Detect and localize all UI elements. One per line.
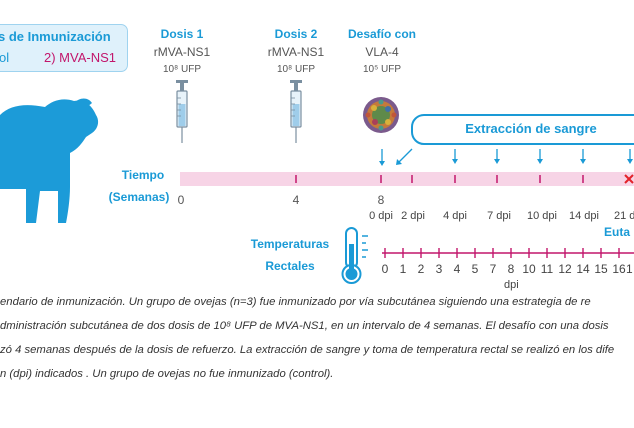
dose1-amount: 10⁸ UFP bbox=[162, 64, 202, 75]
dose2-amount: 10⁸ UFP bbox=[276, 64, 316, 75]
group-box-title: s de Inmunización bbox=[0, 29, 111, 44]
dpi-label: 14 dpi bbox=[569, 210, 599, 222]
week-label-4: 4 bbox=[292, 193, 300, 207]
caption-line: dministración subcutánea de dos dosis de… bbox=[0, 320, 609, 332]
dose1-title: Dosis 1 bbox=[160, 27, 204, 41]
virus-icon bbox=[363, 97, 399, 133]
dpi-label: 0 dpi bbox=[369, 210, 393, 222]
blood-extraction-label: Extracción de sangre bbox=[465, 121, 597, 136]
dpi-label: 21 d bbox=[614, 210, 634, 222]
week-label-0: 0 bbox=[177, 193, 185, 207]
dpi-label: 10 dpi bbox=[527, 210, 557, 222]
euthanasia-label: Euta bbox=[604, 225, 631, 239]
figure-caption: endario de inmunización. Un grupo de ove… bbox=[0, 290, 634, 386]
dpi-label: 2 dpi bbox=[401, 210, 425, 222]
timeline-label-1: Tiempo bbox=[121, 168, 165, 182]
temp-day-label: 12 bbox=[558, 262, 572, 276]
dpi-label: 4 dpi bbox=[443, 210, 467, 222]
temp-day-label: 2 bbox=[417, 262, 425, 276]
temp-day-label: 15 bbox=[594, 262, 608, 276]
dose1-vector: rMVA-NS1 bbox=[153, 45, 211, 59]
temperatures-label-2: Rectales bbox=[265, 259, 315, 273]
temp-day-label: 1 bbox=[399, 262, 407, 276]
temp-day-label: 11 bbox=[540, 262, 554, 276]
dose2-vector: rMVA-NS1 bbox=[267, 45, 325, 59]
caption-line: n (dpi) indicados . Un grupo de ovejas n… bbox=[0, 368, 334, 380]
challenge-amount: 10⁵ UFP bbox=[362, 64, 402, 75]
dpi-label: 7 dpi bbox=[487, 210, 511, 222]
euthanasia-x-icon bbox=[624, 174, 634, 184]
temp-day-label: 5 bbox=[471, 262, 479, 276]
challenge-virus: VLA-4 bbox=[365, 45, 399, 59]
syringe-icon bbox=[290, 80, 302, 143]
temperatures-label-1: Temperaturas bbox=[250, 237, 330, 251]
timeline-ticks bbox=[295, 175, 584, 183]
temp-day-label: 4 bbox=[453, 262, 461, 276]
temp-day-label: 1 bbox=[626, 262, 633, 276]
dose2-title: Dosis 2 bbox=[274, 27, 318, 41]
temperature-axis bbox=[382, 248, 634, 258]
down-arrow-icon bbox=[379, 148, 633, 166]
sheep-icon bbox=[0, 98, 99, 223]
syringe-icon bbox=[176, 80, 188, 143]
timeline-bar bbox=[180, 172, 634, 186]
temp-day-label: 14 bbox=[576, 262, 590, 276]
temp-day-label: 3 bbox=[435, 262, 443, 276]
caption-line: zó 4 semanas después de la dosis de refu… bbox=[0, 344, 615, 356]
timeline-label-2: (Semanas) bbox=[108, 190, 170, 204]
caption-line: endario de inmunización. Un grupo de ove… bbox=[0, 296, 591, 308]
temp-unit-label: dpi bbox=[504, 279, 519, 291]
temp-day-label: 8 bbox=[507, 262, 515, 276]
challenge-title: Desafío con bbox=[347, 27, 416, 41]
week-label-8: 8 bbox=[377, 193, 385, 207]
temp-day-label: 7 bbox=[489, 262, 497, 276]
group-item-control: ol bbox=[0, 50, 10, 65]
temp-day-label: 10 bbox=[522, 262, 536, 276]
immunization-group-box bbox=[0, 24, 128, 72]
thermometer-icon bbox=[341, 227, 368, 284]
blood-extraction-box: Extracción de sangre bbox=[411, 114, 634, 145]
temp-day-label: 16 bbox=[612, 262, 626, 276]
group-item-mva: 2) MVA-NS1 bbox=[44, 50, 116, 65]
temp-day-label: 0 bbox=[381, 262, 389, 276]
